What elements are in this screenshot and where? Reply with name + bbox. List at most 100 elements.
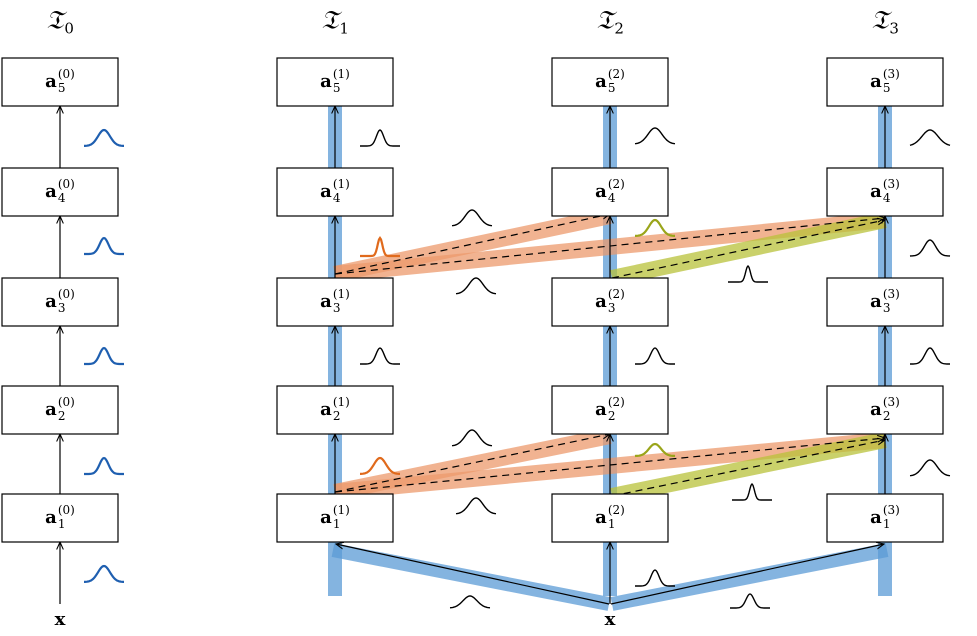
activation-subscript: 4 [607,191,616,205]
activation-box-t1-1 [276,493,394,543]
activation-label-t2-2: a(2)2 [595,395,625,424]
activation-scripts: (2)3 [607,287,625,316]
column-title-subscript: 0 [64,19,74,38]
activation-box-t3-5 [826,57,944,107]
gaussian-curve-t3-2 [909,459,951,477]
activation-label-t2-5: a(2)5 [595,67,625,96]
gaussian-curve-input-left [449,595,491,609]
activation-label-t0-1: a(0)1 [45,503,75,532]
activation-superscript: (1) [332,177,350,192]
activation-superscript: (0) [57,503,75,518]
gaussian-curve-t1-orange-lower [360,456,400,475]
column-title-subscript: 2 [614,19,624,38]
activation-symbol: a [595,291,607,312]
activation-scripts: (0)3 [57,287,75,316]
activation-box-t0-5 [1,57,119,107]
column-title-base: 𝔗 [871,5,889,36]
activation-scripts: (3)3 [882,287,900,316]
activation-symbol: a [595,507,607,528]
column-title-t1: 𝔗1 [321,8,349,37]
activation-scripts: (2)2 [607,395,625,424]
activation-superscript: (3) [882,177,900,192]
activation-box-t1-3 [276,277,394,327]
gaussian-curve-t1-lower-a [451,429,493,447]
activation-subscript: 3 [57,301,66,315]
activation-scripts: (3)5 [883,67,900,96]
activation-superscript: (0) [57,395,75,410]
activation-label-t2-3: a(2)3 [595,287,625,316]
activation-scripts: (2)5 [607,67,625,96]
gaussian-curve-t0-4 [84,236,124,256]
activation-subscript: 4 [882,191,891,205]
activation-box-t2-1 [551,493,669,543]
activation-scripts: (3)2 [882,395,900,424]
activation-scripts: (1)2 [333,395,350,424]
activation-symbol: a [45,291,57,312]
activation-label-t3-5: a(3)5 [870,67,900,96]
activation-symbol: a [320,71,332,92]
activation-scripts: (0)2 [57,395,75,424]
activation-symbol: a [45,507,57,528]
activation-scripts: (2)4 [607,177,625,206]
activation-subscript: 4 [57,191,66,205]
activation-label-t0-5: a(0)5 [45,67,75,96]
activation-symbol: a [870,507,882,528]
dashed-arrow-upper-t1-t3 [334,218,885,275]
activation-superscript: (2) [607,287,625,302]
gaussian-curve-t2-green-lower [634,442,676,458]
activation-scripts: (0)4 [57,177,75,206]
activation-subscript: 1 [607,517,616,531]
gaussian-curve-t1-upper-b [455,277,497,295]
activation-symbol: a [870,71,882,92]
gaussian-curve-t3-5 [909,129,951,146]
activation-scripts: (1)3 [333,287,350,316]
gaussian-curve-t2-t3-upper [728,264,768,283]
activation-box-t0-3 [1,277,119,327]
dashed-arrow-lower-t1-t3 [334,438,885,493]
gaussian-curve-t3-4 [909,239,951,257]
activation-scripts: (2)1 [607,503,625,532]
activation-label-t1-1: a(1)1 [320,503,350,532]
column-title-t3: 𝔗3 [871,8,899,37]
gaussian-curve-t0-2 [84,456,124,476]
column-title-subscript: 1 [339,19,349,38]
dashed-arrow-upper-t1-t2 [334,214,610,275]
activation-superscript: (2) [607,177,625,192]
activation-superscript: (0) [57,177,75,192]
activation-symbol: a [595,399,607,420]
activation-label-t0-4: a(0)4 [45,177,75,206]
gaussian-curve-t1-3 [360,347,400,365]
activation-box-t1-2 [276,385,394,435]
activation-symbol: a [595,71,607,92]
activation-scripts: (1)5 [332,67,350,96]
activation-subscript: 3 [607,301,616,315]
activation-box-t3-1 [826,493,944,543]
gaussian-curve-t0-3 [84,346,124,366]
gaussian-curve-t2-t3-lower [732,482,772,501]
activation-box-t1-4 [276,167,394,217]
activation-label-t3-3: a(3)3 [870,287,900,316]
activation-superscript: (2) [607,395,625,410]
activation-scripts: (0)1 [57,503,75,532]
activation-symbol: a [320,181,332,202]
activation-label-t1-5: a(1)5 [320,67,350,96]
activation-subscript: 1 [332,517,341,531]
activation-symbol: a [45,399,57,420]
input-symbol: x [54,609,66,630]
activation-box-t0-1 [1,493,119,543]
activation-subscript: 5 [607,81,616,95]
activation-subscript: 4 [332,191,341,205]
activation-subscript: 3 [882,301,891,315]
activation-superscript: (1) [332,67,350,82]
activation-symbol: a [320,399,332,420]
activation-subscript: 1 [57,517,66,531]
activation-scripts: (1)1 [332,503,350,532]
dashed-arrow-lower-t1-t2 [334,434,610,493]
activation-superscript: (3) [882,395,900,410]
gaussian-curve-t1-5 [360,129,400,147]
gaussian-curve-t2-green-upper [635,218,675,237]
dashed-arrow-upper-t2-t3 [611,220,885,279]
activation-box-t0-4 [1,167,119,217]
activation-label-t3-1: a(3)1 [870,503,900,532]
activation-subscript: 5 [332,81,341,95]
